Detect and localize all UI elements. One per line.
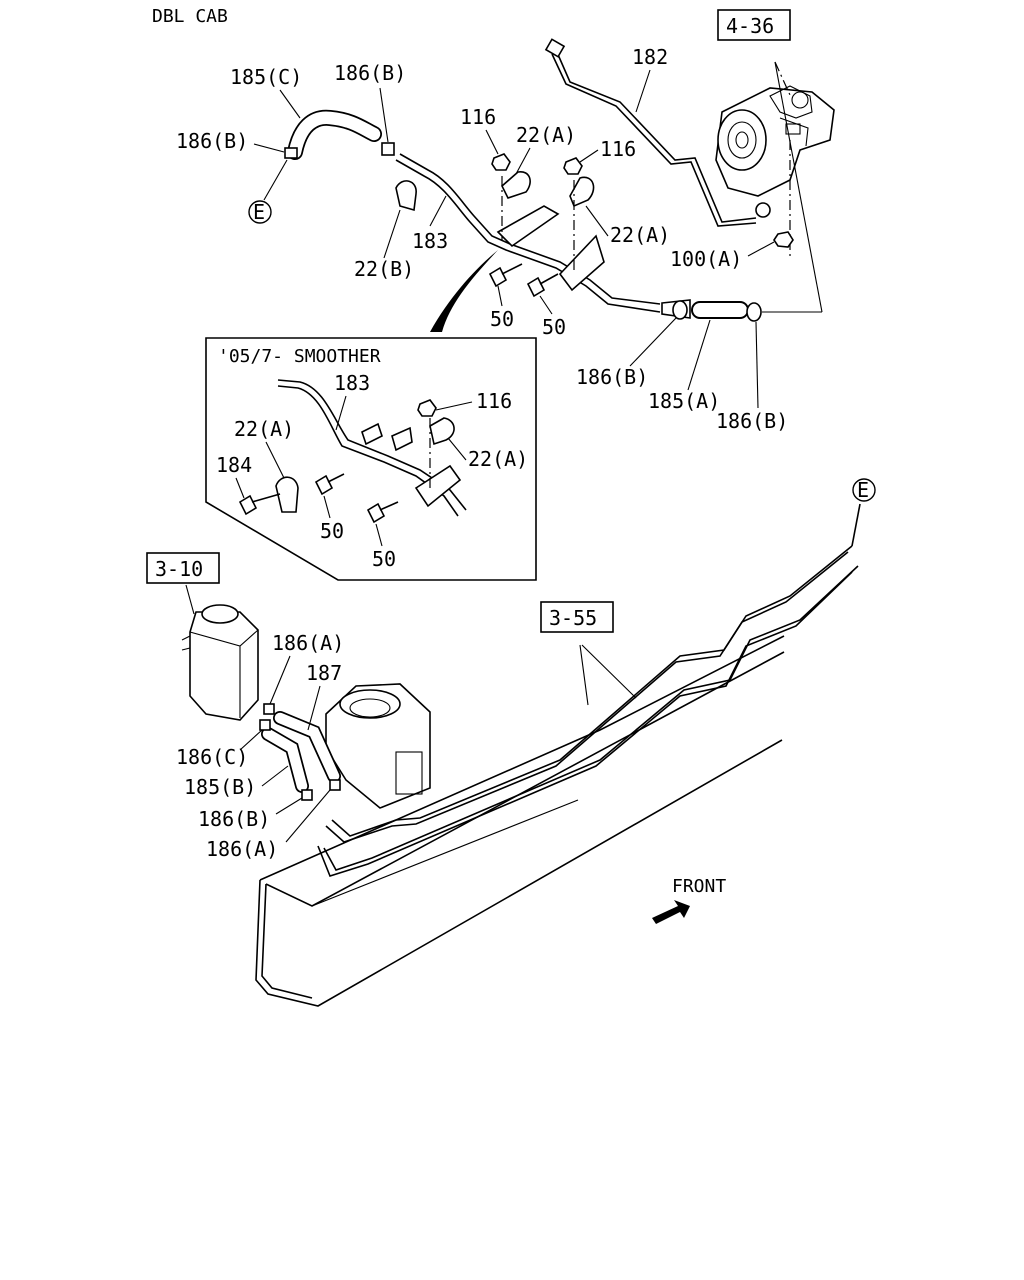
ref-box-3-55[interactable]: 3-55	[540, 601, 614, 633]
clip-186b-low	[301, 789, 313, 801]
label-182: 182	[632, 45, 668, 69]
label-22a-a: 22(A)	[516, 123, 576, 147]
bolt-50-a	[488, 263, 523, 288]
label-185c: 185(C)	[230, 65, 302, 89]
label-116-a: 116	[460, 105, 496, 129]
label-186a-top: 186(A)	[272, 631, 344, 655]
ref-3-55-text: 3-55	[549, 606, 597, 630]
callout-e-bottom[interactable]: E	[852, 478, 876, 502]
inset-title: '05/7- SMOOTHER	[218, 346, 381, 367]
callout-e-bottom-text: E	[857, 478, 869, 502]
ref-3-55-leader-a	[579, 644, 589, 706]
hose-185b	[261, 727, 309, 793]
ref-box-3-10[interactable]: 3-10	[146, 552, 220, 584]
label-116-b: 116	[600, 137, 636, 161]
label-185a: 185(A)	[648, 389, 720, 413]
label-186c: 186(C)	[176, 745, 248, 769]
clip-186c	[259, 719, 271, 731]
ref-4-36-text: 4-36	[726, 14, 774, 38]
inset-label-22a-left: 22(A)	[234, 417, 294, 441]
label-100a: 100(A)	[670, 247, 742, 271]
ref-3-10-text: 3-10	[155, 557, 203, 581]
clip-186b-left	[284, 147, 298, 159]
nut-116-a	[491, 153, 511, 171]
clip-186b-top	[381, 142, 395, 156]
clip-186a-low	[329, 779, 341, 791]
label-186b-pair2: 186(B)	[716, 409, 788, 433]
front-arrow	[652, 900, 690, 924]
pump-leader-line	[774, 61, 823, 313]
power-steering-pump	[715, 85, 835, 197]
clip-186a-top	[263, 703, 275, 715]
inset-label-116: 116	[476, 389, 512, 413]
label-186b-low: 186(B)	[198, 807, 270, 831]
mounting-bracket	[496, 205, 605, 292]
label-22b: 22(B)	[354, 257, 414, 281]
ref-box-4-36[interactable]: 4-36	[717, 9, 791, 41]
clamp-22a-a	[501, 171, 531, 199]
label-186a-low: 186(A)	[206, 837, 278, 861]
inset-pointer-arrow	[430, 250, 498, 332]
front-label: FRONT	[672, 876, 726, 897]
hose-187	[273, 711, 341, 783]
tube-fitting	[755, 202, 771, 218]
inset-label-22a-right: 22(A)	[468, 447, 528, 471]
nut-100a	[773, 231, 794, 248]
clip-186b-pair2	[746, 302, 762, 322]
inset-label-183: 183	[334, 371, 370, 395]
label-22a-b: 22(A)	[610, 223, 670, 247]
inset-label-50-b: 50	[372, 547, 396, 571]
frame-rail	[255, 635, 785, 1007]
smoother-inset: '05/7- SMOOTHER	[205, 337, 537, 581]
hose-185c	[287, 109, 382, 160]
clamp-22b	[395, 180, 417, 212]
label-186b-left: 186(B)	[176, 129, 248, 153]
cab-type-label: DBL CAB	[152, 6, 228, 27]
label-187: 187	[306, 661, 342, 685]
ref-3-55-leader-b	[581, 644, 637, 699]
inset-label-184: 184	[216, 453, 252, 477]
callout-e-top-text: E	[253, 200, 265, 224]
long-return-lines	[317, 503, 861, 877]
fuel-tank-body	[325, 683, 431, 809]
reservoir-tank	[181, 604, 259, 721]
label-186b-top: 186(B)	[334, 61, 406, 85]
label-185b: 185(B)	[184, 775, 256, 799]
bolt-50-b	[526, 273, 559, 298]
pressure-tube-182	[555, 49, 757, 223]
clamp-22a-b	[569, 176, 595, 208]
clip-186b-pair1	[672, 300, 688, 320]
pipe-183	[395, 153, 661, 313]
label-50-a: 50	[490, 307, 514, 331]
inset-label-50-a: 50	[320, 519, 344, 543]
nut-116-b	[563, 157, 583, 175]
label-186b-pair1: 186(B)	[576, 365, 648, 389]
label-183: 183	[412, 229, 448, 253]
callout-e-top[interactable]: E	[248, 200, 272, 224]
label-50-b: 50	[542, 315, 566, 339]
